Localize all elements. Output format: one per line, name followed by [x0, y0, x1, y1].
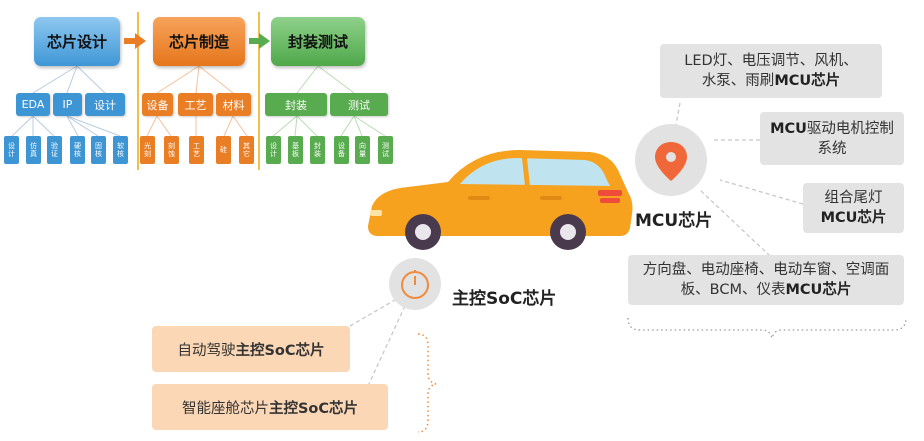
node-testing: 测试 — [330, 93, 388, 116]
leaf-label: 设计 — [269, 142, 278, 158]
usage-text: 智能座舱芯片 — [181, 400, 269, 417]
node-label: 封装测试 — [287, 33, 348, 51]
leaf-node: 设计 — [4, 136, 19, 164]
leaf-node: 仿真 — [26, 136, 41, 164]
flow-arrow-shaft — [124, 38, 136, 44]
leaf-label: 硅 — [219, 146, 228, 154]
leaf-node: 刻蚀 — [164, 136, 179, 164]
leaf-node: 硬核 — [70, 136, 85, 164]
node-label: 封装 — [285, 98, 307, 112]
node-chip-manufacture: 芯片制造 — [153, 17, 245, 66]
node-ip: IP — [53, 93, 82, 116]
usage-text: 组合尾灯 — [824, 190, 883, 206]
leaf-label: 验证 — [50, 142, 59, 158]
usage-text: 驱动电机控制系统 — [806, 120, 894, 157]
leaf-node: 设备 — [334, 136, 349, 164]
usage-text: LED灯、电压调节、风机、水泵、雨刷 — [684, 53, 858, 89]
node-chip-design: 芯片设计 — [34, 17, 120, 66]
leaf-label: 基板 — [291, 142, 300, 158]
leaf-node: 硅 — [216, 136, 231, 164]
flow-arrow-head — [259, 33, 270, 49]
soc-chip-label: 主控SoC芯片 — [452, 289, 557, 309]
node-label: EDA — [21, 98, 45, 111]
location-pin-icon — [655, 142, 687, 181]
usage-text-bold: MCU芯片 — [774, 73, 841, 89]
node-label: 芯片制造 — [168, 33, 229, 51]
node-equipment: 设备 — [142, 93, 173, 116]
leaf-label: 硬核 — [73, 142, 82, 158]
leaf-node: 光刻 — [140, 136, 155, 164]
node-label: 工艺 — [184, 98, 207, 112]
soc-usage-box-cockpit: 智能座舱芯片主控SoC芯片 — [152, 384, 388, 430]
leaf-node: 验证 — [47, 136, 62, 164]
leaf-label: 其它 — [242, 142, 251, 158]
node-packaging: 封装 — [265, 93, 327, 116]
leaf-label: 光刻 — [143, 142, 152, 158]
leaf-node: 测试 — [378, 136, 393, 164]
leaf-label: 向量 — [358, 142, 367, 158]
section-separator — [258, 12, 260, 170]
usage-text-bold: MCU芯片 — [785, 282, 852, 298]
usage-text-bold: MCU芯片 — [820, 210, 887, 226]
leaf-label: 设备 — [337, 142, 346, 158]
leaf-node: 固核 — [91, 136, 106, 164]
mcu-usage-box-body: 方向盘、电动座椅、电动车窗、空调面板、BCM、仪表MCU芯片 — [628, 255, 904, 305]
node-label: 设计 — [94, 98, 116, 112]
leaf-label: 封装 — [313, 142, 322, 158]
mcu-usage-box-lights: LED灯、电压调节、风机、水泵、雨刷MCU芯片 — [660, 44, 882, 98]
usage-text-bold: 主控SoC芯片 — [235, 342, 325, 359]
node-label: 材料 — [222, 98, 245, 112]
car-illustration — [368, 150, 633, 250]
node-process: 工艺 — [178, 93, 213, 116]
section-separator — [137, 12, 139, 170]
mcu-chip-label: MCU芯片 — [635, 211, 713, 231]
node-label: 测试 — [348, 98, 370, 112]
flow-arrow-head — [135, 33, 146, 49]
leaf-label: 刻蚀 — [167, 142, 176, 158]
node-package-test: 封装测试 — [271, 17, 365, 66]
node-materials: 材料 — [216, 93, 251, 116]
leaf-node: 基板 — [288, 136, 303, 164]
usage-text-bold: MCU — [770, 120, 807, 137]
leaf-label: 测试 — [381, 142, 390, 158]
mcu-usage-box-taillight: 组合尾灯 MCU芯片 — [803, 183, 904, 233]
leaf-node: 封装 — [310, 136, 325, 164]
node-design: 设计 — [85, 93, 125, 116]
node-label: IP — [62, 98, 73, 111]
node-label: 芯片设计 — [46, 33, 107, 51]
leaf-node: 向量 — [355, 136, 370, 164]
node-eda: EDA — [16, 93, 50, 116]
gauge-icon — [401, 270, 429, 299]
soc-usage-box-adas: 自动驾驶主控SoC芯片 — [152, 326, 350, 372]
leaf-node: 软核 — [113, 136, 128, 164]
leaf-label: 软核 — [116, 142, 125, 158]
leaf-label: 仿真 — [29, 142, 38, 158]
leaf-node: 其它 — [239, 136, 254, 164]
leaf-node: 设计 — [266, 136, 281, 164]
leaf-label: 设计 — [7, 142, 16, 158]
leaf-node: 工艺 — [189, 136, 204, 164]
leaf-label: 工艺 — [192, 142, 201, 158]
usage-text-bold: 主控SoC芯片 — [268, 400, 359, 417]
usage-text: 方向盘、电动座椅、电动车窗、空调面板、BCM、仪表 — [642, 262, 890, 298]
usage-text: 自动驾驶 — [177, 342, 236, 359]
leaf-label: 固核 — [94, 142, 103, 158]
mcu-usage-box-motor: MCU驱动电机控制系统 — [760, 112, 904, 165]
node-label: 设备 — [146, 98, 169, 112]
flow-arrow-shaft — [249, 38, 260, 44]
